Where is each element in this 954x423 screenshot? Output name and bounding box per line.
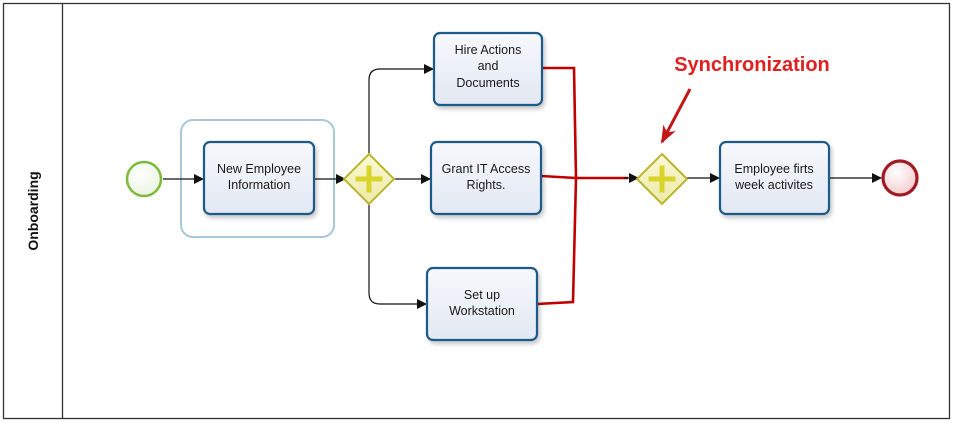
task-label-line: Workstation — [449, 304, 515, 318]
highlighted-flows — [536, 66, 628, 306]
annotation-label: Synchronization — [674, 54, 830, 76]
sequence-flows — [163, 64, 882, 309]
flow-hire-actions-to-join[interactable] — [542, 66, 578, 179]
task-label-line: Documents — [456, 76, 519, 90]
flow-split-to-workstation[interactable] — [368, 203, 427, 309]
start-event-icon[interactable] — [125, 160, 163, 198]
flow-grant-it-to-join[interactable] — [540, 174, 577, 180]
task-hire-actions-and-documents[interactable]: Hire Actions and Documents — [432, 31, 544, 107]
task-label-line: Grant IT Access — [442, 162, 531, 176]
flow-split-to-hire-actions[interactable] — [368, 64, 434, 155]
task-label-line: Set up — [464, 288, 500, 302]
task-label-line: Employee firts — [734, 162, 813, 176]
task-label-line: Information — [228, 178, 291, 192]
annotation-arrow-icon — [660, 88, 692, 144]
task-new-employee-information[interactable]: New Employee Information — [202, 140, 316, 216]
parallel-gateway-join-icon[interactable] — [635, 152, 689, 206]
parallel-gateway-split-icon[interactable] — [342, 152, 396, 206]
task-label-line: Hire Actions — [455, 43, 522, 57]
end-event-icon[interactable] — [881, 159, 919, 197]
task-set-up-workstation[interactable]: Set up Workstation — [425, 266, 539, 342]
task-label-line: Rights. — [467, 178, 506, 192]
task-label-line: New Employee — [217, 162, 301, 176]
lane-label: Onboarding — [25, 171, 41, 250]
task-label-line: week activites — [734, 178, 813, 192]
flow-workstation-to-join[interactable] — [536, 177, 578, 306]
task-grant-it-access-rights[interactable]: Grant IT Access Rights. — [429, 140, 543, 216]
task-label-line: and — [478, 59, 499, 73]
task-employee-first-week-activities[interactable]: Employee firts week activites — [718, 140, 831, 216]
